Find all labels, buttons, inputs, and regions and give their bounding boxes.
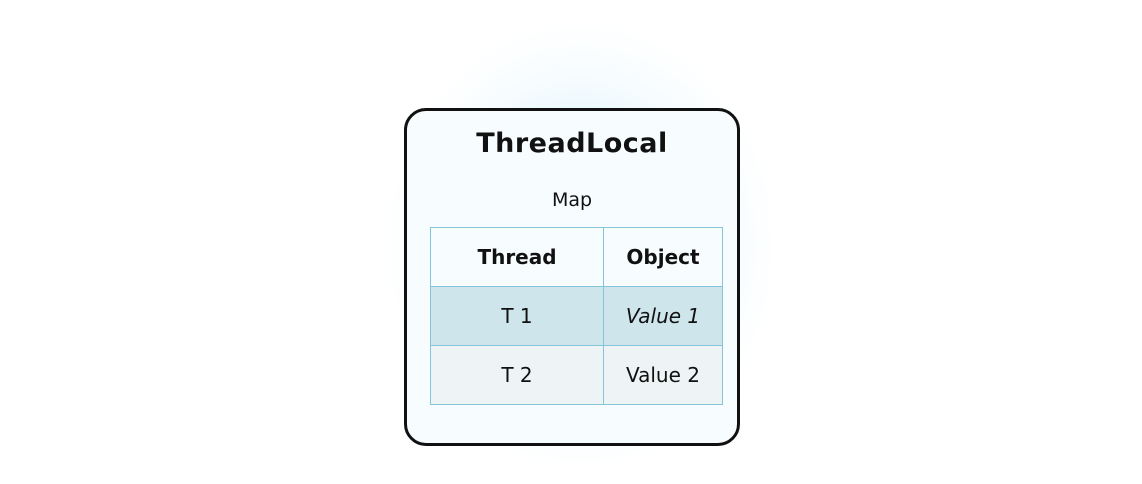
cell-thread-2: T 2 xyxy=(430,345,604,405)
table-header-row: Thread Object xyxy=(430,227,723,287)
table-body: T 1 Value 1 T 2 Value 2 xyxy=(430,286,723,405)
map-label: Map xyxy=(551,189,593,211)
table-header: Thread Object xyxy=(430,227,723,287)
page-title: ThreadLocal xyxy=(476,128,668,159)
cell-object-2: Value 2 xyxy=(603,345,723,405)
map-table: Thread Object T 1 Value 1 T 2 Value 2 xyxy=(430,227,723,405)
table-row: T 1 Value 1 xyxy=(430,286,723,346)
column-header-thread: Thread xyxy=(430,227,604,287)
cell-object-1: Value 1 xyxy=(603,286,723,346)
table-row: T 2 Value 2 xyxy=(430,345,723,405)
column-header-object: Object xyxy=(603,227,723,287)
cell-thread-1: T 1 xyxy=(430,286,604,346)
threadlocal-card: ThreadLocal Map Thread Object T 1 Value … xyxy=(404,108,740,446)
